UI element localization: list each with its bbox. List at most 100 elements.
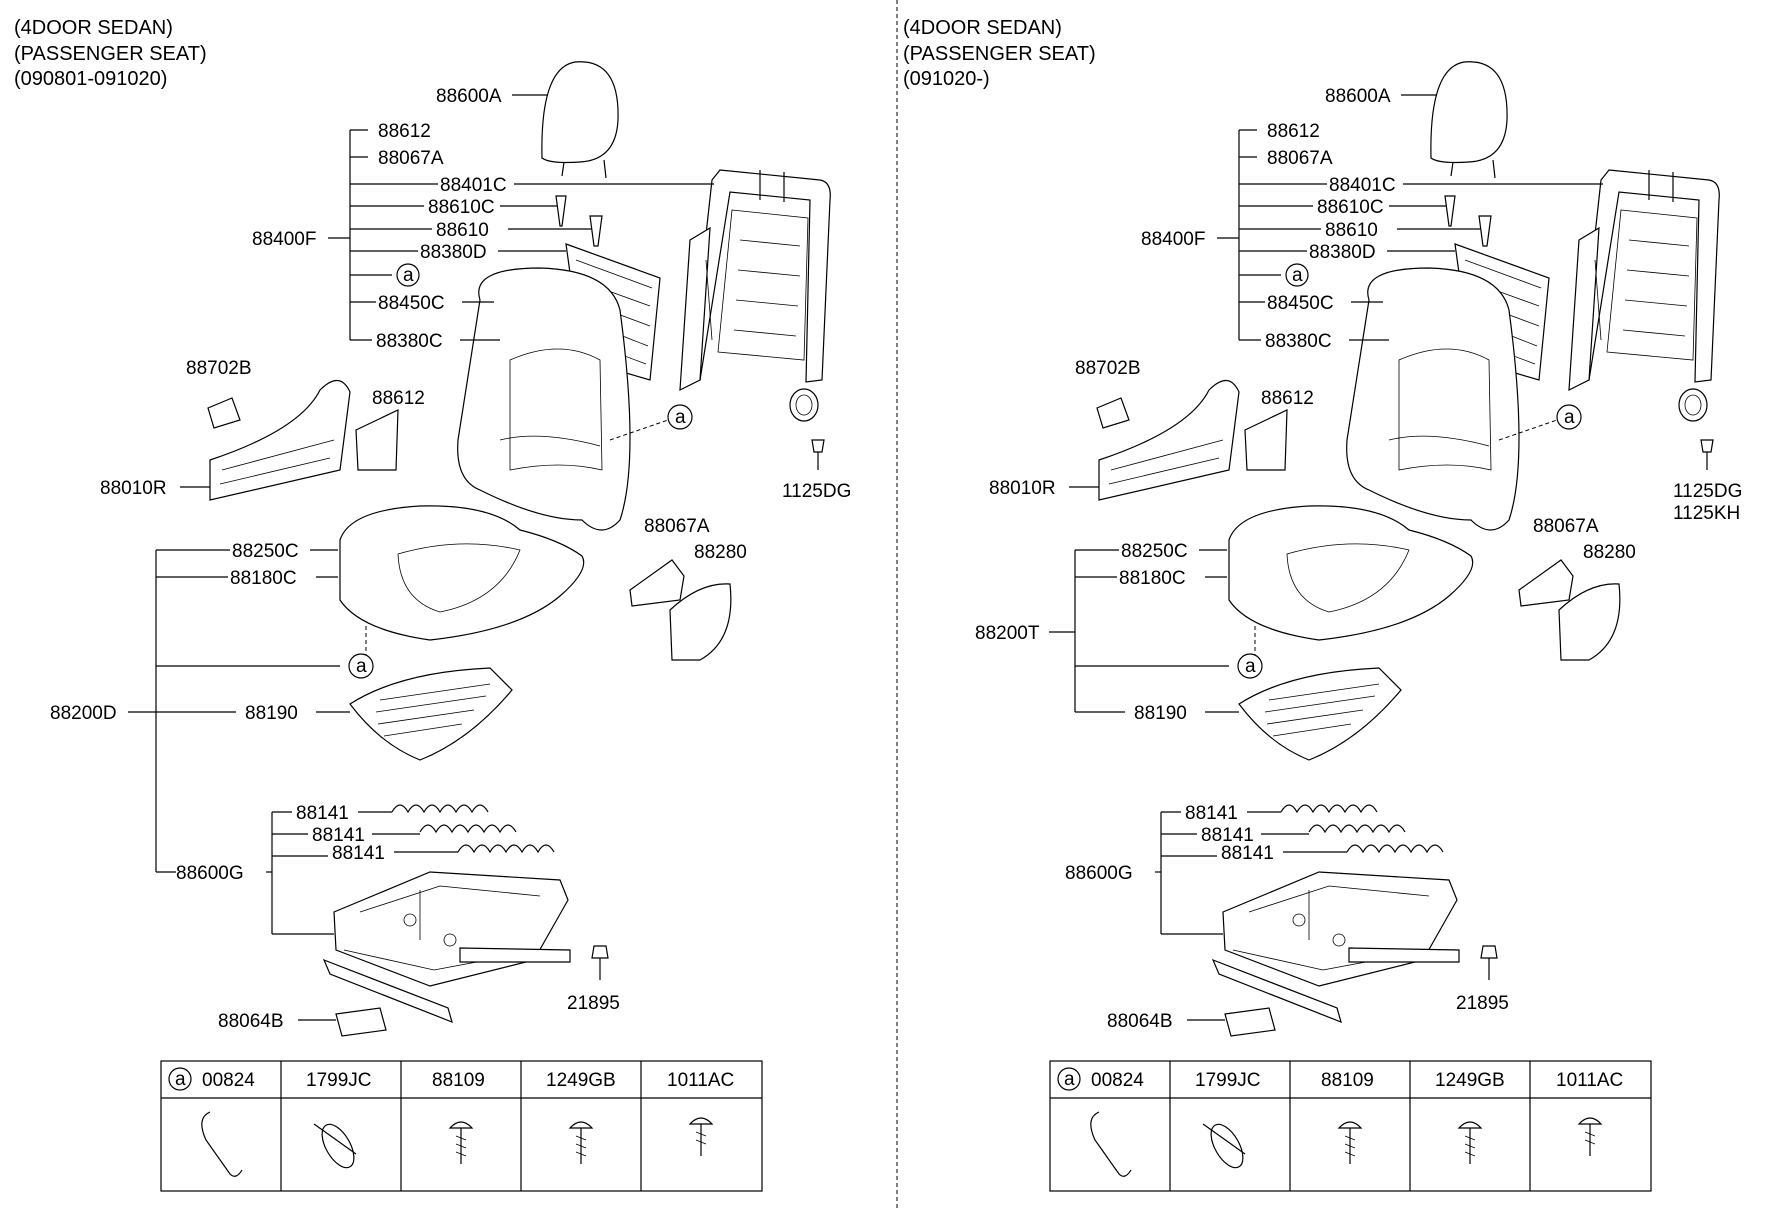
table-code-1: 00824 — [202, 1070, 255, 1091]
label-back-5: 88610 — [436, 220, 489, 241]
table-code-4: 1249GB — [1435, 1070, 1505, 1091]
seatback-cushion — [457, 267, 631, 531]
label-knob: 88702B — [186, 358, 252, 379]
header-seat: (PASSENGER SEAT) — [903, 43, 1096, 65]
table-code-3: 88109 — [432, 1070, 485, 1091]
fastener-table: a 00824 1799JC 88109 1249GB 1011AC — [1049, 1060, 1652, 1192]
label-cush-bracket: 88067A — [644, 516, 710, 537]
label-ref-a-back: a — [675, 407, 686, 428]
bolt-icon — [1478, 215, 1492, 247]
cushion-group-bracket — [1049, 549, 1256, 713]
screw-icon — [448, 1121, 474, 1164]
screw-icon — [1337, 1121, 1363, 1164]
seat-frame — [1211, 871, 1460, 1024]
label-cush-group: 88200T — [975, 623, 1040, 644]
label-back-group: 88400F — [1141, 229, 1205, 250]
label-cush-4: 88190 — [1134, 703, 1187, 724]
header-model: (4DOOR SEDAN) — [14, 17, 173, 39]
screw-icon — [568, 1121, 594, 1164]
bolt-icon — [555, 195, 567, 227]
screw-icon — [1577, 1117, 1603, 1156]
ref-a-circle — [1285, 263, 1309, 287]
label-cush-cover: 88280 — [694, 542, 747, 563]
table-code-5: 1011AC — [1556, 1070, 1623, 1091]
cushion-side-parts — [629, 559, 732, 661]
label-headrest: 88600A — [1325, 86, 1391, 107]
seat-pad — [349, 667, 513, 761]
label-back-3: 88401C — [1329, 175, 1396, 196]
label-spring-2: 88141 — [312, 825, 365, 846]
label-back-3: 88401C — [440, 175, 507, 196]
screw-icon — [1457, 1121, 1483, 1164]
table-code-3: 88109 — [1321, 1070, 1374, 1091]
label-spring-2: 88141 — [1201, 825, 1254, 846]
hook-icon — [201, 1111, 243, 1177]
label-cush-1: 88250C — [232, 541, 299, 562]
label-side-cover: 88010R — [100, 478, 167, 499]
ref-a-circle — [396, 263, 420, 287]
nut-icon — [1480, 945, 1498, 980]
left-panel: (4DOOR SEDAN) (PASSENGER SEAT) (090801-0… — [14, 17, 851, 1192]
right-panel: (4DOOR SEDAN) (PASSENGER SEAT) (091020-)… — [903, 17, 1742, 1192]
label-spring-1: 88141 — [1185, 803, 1238, 824]
recliner-screw — [811, 439, 825, 470]
label-back-group: 88400F — [252, 229, 316, 250]
bolt-icon — [589, 215, 603, 247]
label-cush-bracket: 88067A — [1533, 516, 1599, 537]
ref-a-circle — [168, 1067, 192, 1091]
springs — [1280, 804, 1444, 854]
ref-a-circle — [1556, 404, 1582, 430]
screw-icon — [688, 1117, 714, 1156]
label-knob: 88702B — [1075, 358, 1141, 379]
label-cush-3: a — [1245, 656, 1256, 677]
label-cush-2: 88180C — [230, 568, 297, 589]
nut-icon — [591, 945, 609, 980]
label-cush-1: 88250C — [1121, 541, 1188, 562]
label-cush-group: 88200D — [50, 703, 117, 724]
seat-cushion — [1228, 505, 1474, 641]
label-back-9: 88380C — [1265, 331, 1332, 352]
label-back-2: 88067A — [1267, 148, 1333, 169]
side-cover — [1096, 379, 1288, 501]
ref-a-circle — [348, 653, 374, 679]
table-code-1: 00824 — [1091, 1070, 1144, 1091]
table-code-5: 1011AC — [667, 1070, 734, 1091]
label-nut: 21895 — [1456, 993, 1509, 1014]
header-seat: (PASSENGER SEAT) — [14, 43, 207, 65]
headrest — [541, 61, 619, 179]
recliner-screw — [1700, 439, 1714, 470]
back-group-bracket — [1217, 129, 1603, 341]
label-cush-2: 88180C — [1119, 568, 1186, 589]
table-ref: a — [1064, 1069, 1075, 1090]
header-range: (090801-091020) — [14, 68, 167, 90]
label-back-6: 88380D — [1309, 242, 1376, 263]
table-code-2: 1799JC — [1195, 1070, 1261, 1091]
label-spring-3: 88141 — [332, 843, 385, 864]
label-back-4: 88610C — [428, 197, 495, 218]
strap-icon — [1202, 1123, 1246, 1169]
headrest — [1430, 61, 1508, 179]
label-cush-3: a — [356, 656, 367, 677]
label-headrest: 88600A — [436, 86, 502, 107]
label-back-8: 88450C — [378, 293, 445, 314]
seatback-frame — [679, 169, 831, 422]
label-back-5: 88610 — [1325, 220, 1378, 241]
header-range: (091020-) — [903, 68, 990, 90]
label-side-bracket: 88612 — [372, 388, 425, 409]
bolt-icon — [1444, 195, 1456, 227]
label-back-1: 88612 — [378, 121, 431, 142]
label-recliner-screw-2: 1125KH — [1673, 503, 1740, 524]
label-cush-cover: 88280 — [1583, 542, 1636, 563]
cushion-side-parts — [1518, 559, 1621, 661]
label-back-6: 88380D — [420, 242, 487, 263]
side-cover — [207, 379, 399, 501]
seat-cushion — [339, 505, 585, 641]
fastener-table: a 00824 1799JC 88109 1249GB 1011AC — [160, 1060, 763, 1192]
label-recliner-screw: 1125DG — [1673, 481, 1742, 502]
label-spring-3: 88141 — [1221, 843, 1274, 864]
label-back-4: 88610C — [1317, 197, 1384, 218]
clip-icon — [335, 1007, 387, 1037]
hook-icon — [1090, 1111, 1132, 1177]
label-side-cover: 88010R — [989, 478, 1056, 499]
